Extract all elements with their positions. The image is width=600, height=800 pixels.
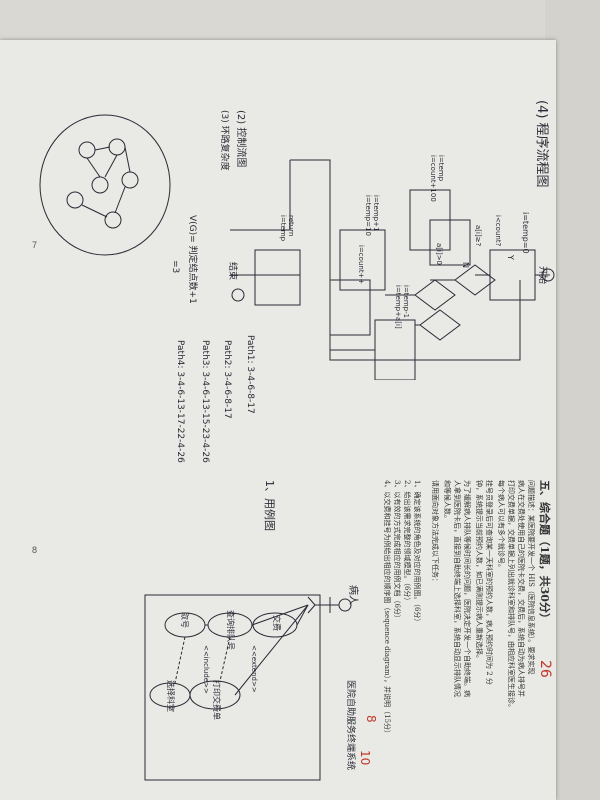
- task-4: 4、以交费和挂号为例给出相应的顺序图（sequence diagram），并说明…: [383, 480, 391, 738]
- paths-title: Path1: 3-4-6-8-17: [245, 335, 255, 414]
- usecase-uc5: 选择科室: [166, 680, 175, 712]
- box-op1: i=temp i=count+100: [429, 155, 445, 202]
- page-number-right: 8: [32, 545, 38, 555]
- problem-line-1: 病人在交费处使用自己的医院卡交费，交费后，系统自动为病人排号并: [517, 480, 525, 697]
- path-2: Path2: 3-4-6-8-17: [222, 340, 232, 419]
- box-cond-ij: a[i]≥?: [474, 225, 482, 247]
- problem-line-6: 为了缓解病人排队等候时间长的问题，医院决定开发一个自助终端。病: [463, 480, 471, 697]
- problem-line-8: 和等候人数。: [443, 480, 451, 522]
- control-flow-graph: [39, 114, 171, 256]
- usecase-uc2: 查询排队号: [226, 610, 235, 650]
- problem-line-5: 钟，系统提示当前预约人数，如已满则提示病人重新选择。: [475, 480, 483, 662]
- problem-line-9: 请用面向对象方法完成以下任务：: [431, 480, 439, 585]
- task-2: 2、给出该需求完整的领域模型。（6分）: [403, 480, 411, 605]
- task-1: 1、确定该系统的角色及对应的用例图。（6分）: [413, 480, 421, 626]
- box-init: i=temp=0: [521, 212, 530, 254]
- path-4: Path4: 3-4-6-13-17-22-4-26: [175, 340, 185, 463]
- system-box-caption: 医院自助服务终端系统: [345, 680, 355, 771]
- flowchart-drawing: [230, 159, 555, 380]
- include-label: <<include>>: [202, 645, 210, 694]
- usecase-diagram: [144, 594, 352, 781]
- box-return-op: return i=temp: [279, 215, 295, 242]
- usecase-uc1: 交费: [272, 615, 281, 631]
- extend-label: <<extend>>: [250, 645, 258, 693]
- box-op3: i=temp-1 i=temp+a[i]: [394, 285, 410, 329]
- problem-line-4: 挂号员登录后可查询某一天科室的预约人数，病人预约时间为 2 分: [485, 480, 493, 685]
- usecase-title: 1、用例图: [263, 480, 276, 531]
- section-title: 五、综合题（1题，共30分）: [538, 480, 551, 624]
- path-3: Path3: 3-4-6-13-15-23-4-26: [200, 340, 210, 463]
- vg-eq: =3: [170, 260, 180, 274]
- end-label: 结束: [227, 262, 237, 281]
- box-op2: i=temp+1 i=temp=10: [364, 195, 380, 236]
- complexity-title: (3) 环路复杂度: [219, 110, 229, 171]
- flowchart-heading: (4) 程序流程图: [534, 100, 549, 188]
- start-label: 开始: [537, 266, 547, 285]
- box-count-op: i=count++: [357, 245, 365, 285]
- usecase-uc4: 打印交费单: [212, 680, 221, 720]
- box-cond-count: i<count?: [494, 215, 502, 247]
- page-number-left: 7: [32, 240, 38, 250]
- no-label: N: [461, 262, 470, 268]
- problem-line-0: 问题描述：某医院要开发一个 HIS（医院信息系统）。要求实现: [527, 480, 535, 675]
- task-3: 3、以有效的方式完成相应的用例文档（6分）: [393, 480, 401, 622]
- cfg-title: (2) 控制流图: [235, 110, 246, 168]
- yes-label: Y: [506, 255, 515, 260]
- red-score: 26: [537, 660, 553, 678]
- problem-line-2: 打印交费单据，交费单据上列出就诊科室和排队号，由相应科室医生接诊。: [507, 480, 515, 711]
- box-cond-jj: a[i]>0: [435, 243, 443, 266]
- usecase-uc3: 取号: [180, 612, 189, 628]
- problem-line-3: 每个病人可以有多个就诊号。: [497, 480, 505, 571]
- problem-line-7: 人拿到医院卡后，直接到自助终端上选择科室，系统自动显示排队情况: [453, 480, 461, 697]
- vg-line: V(G)= 判定结点数+1: [187, 215, 197, 304]
- actor-label: 病人: [347, 585, 358, 605]
- paper-sheet: (4) 程序流程图 开始 结束 i=temp=0 i<count? a[i]≥?…: [0, 40, 556, 800]
